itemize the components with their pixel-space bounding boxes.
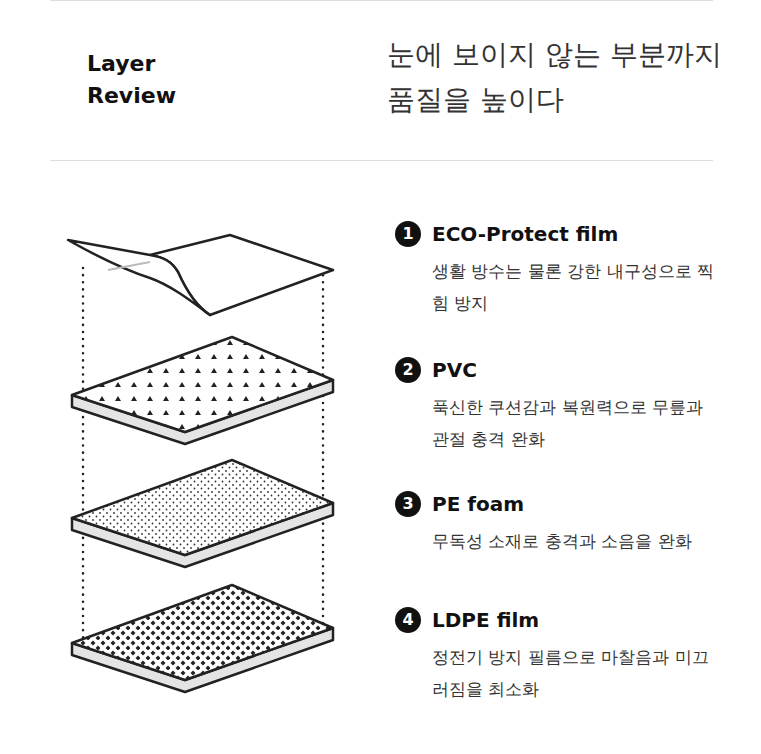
headline: 눈에 보이지 않는 부분까지 품질을 높이다 (387, 32, 732, 122)
guide-line (82, 268, 85, 640)
layer-name: PE foam (432, 491, 735, 517)
layer-callout: 3 PE foam 무독성 소재로 충격과 소음을 완화 (395, 491, 735, 557)
callout-number: 4 (395, 607, 421, 633)
callout-number: 2 (395, 357, 421, 383)
layer-name: PVC (432, 357, 735, 383)
layer-callout: 1 ECO-Protect film 생활 방수는 물론 강한 내구성으로 찍힘 방… (395, 221, 735, 319)
top-rule (50, 0, 713, 1)
callout-number: 3 (395, 491, 421, 517)
layer-description: 생활 방수는 물론 강한 내구성으로 찍힘 방지 (432, 255, 717, 319)
layer-slab (72, 460, 333, 567)
title: Layer Review (87, 48, 187, 112)
eco-film (68, 235, 333, 315)
layer-slab (72, 585, 333, 692)
layer-name: LDPE film (432, 607, 735, 633)
guide-line (322, 268, 325, 640)
divider (50, 160, 713, 161)
layer-description: 무독성 소재로 충격과 소음을 완화 (432, 525, 717, 557)
layer-callout: 2 PVC 푹신한 쿠션감과 복원력으로 무릎과 관절 충격 완화 (395, 357, 735, 455)
layer-description: 푹신한 쿠션감과 복원력으로 무릎과 관절 충격 완화 (432, 391, 717, 455)
layer-stack (68, 235, 333, 692)
layer-name: ECO-Protect film (432, 221, 735, 247)
layer-description: 정전기 방지 필름으로 마찰음과 미끄러짐을 최소화 (432, 641, 717, 705)
callout-number: 1 (395, 221, 421, 247)
layer-slab (72, 337, 333, 444)
layer-callout: 4 LDPE film 정전기 방지 필름으로 마찰음과 미끄러짐을 최소화 (395, 607, 735, 705)
